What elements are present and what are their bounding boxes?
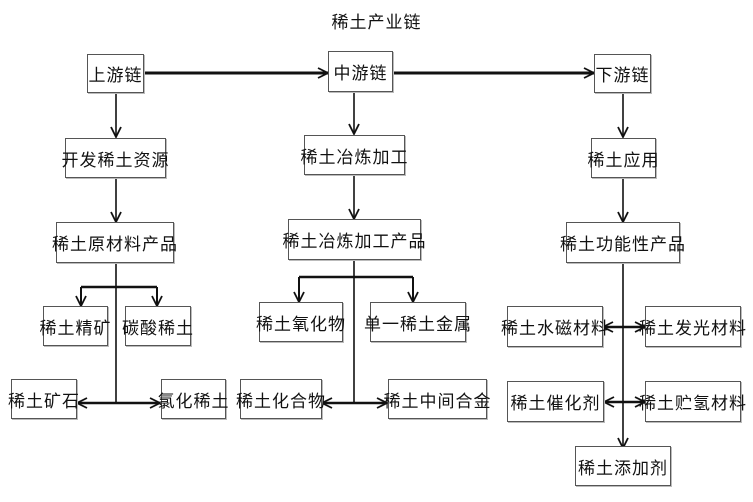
node-label: 稀土冶炼加工 [300, 147, 409, 168]
node-compound: 稀土化合物 [236, 379, 325, 419]
node-label: 稀土矿石 [8, 391, 80, 412]
node-midstream: 中游链 [328, 51, 393, 92]
node-raw-products: 稀土原材料产品 [52, 222, 177, 263]
node-upstream: 上游链 [87, 54, 144, 93]
node-concentrate: 稀土精矿 [40, 306, 111, 346]
node-label: 稀土精矿 [39, 318, 112, 339]
node-downstream: 下游链 [594, 54, 651, 93]
node-smelting: 稀土冶炼加工 [301, 135, 408, 175]
node-label: 稀土发光材料 [639, 319, 747, 339]
node-label: 氯化稀土 [157, 391, 230, 412]
node-single-metal: 单一稀土金属 [364, 302, 471, 342]
node-label: 稀土中间合金 [383, 391, 492, 412]
node-label: 稀土应用 [587, 150, 660, 171]
node-application: 稀土应用 [588, 138, 659, 178]
node-label: 稀土水磁材料 [501, 319, 609, 339]
node-label: 稀土贮氢材料 [639, 394, 747, 414]
node-develop-resources: 开发稀土资源 [62, 138, 169, 178]
diagram-title: 稀土产业链 [331, 13, 422, 33]
node-functional-products: 稀土功能性产品 [560, 222, 685, 263]
node-label: 碳酸稀土 [122, 318, 194, 339]
node-smelting-products: 稀土冶炼加工产品 [283, 219, 426, 260]
node-oxide: 稀土氧化物 [256, 302, 346, 342]
node-label: 稀土氧化物 [256, 314, 346, 335]
node-label: 开发稀土资源 [61, 150, 170, 171]
node-label: 稀土功能性产品 [560, 235, 686, 255]
node-label: 稀土催化剂 [510, 394, 601, 414]
node-magnetic-material: 稀土水磁材料 [501, 306, 608, 347]
node-label: 稀土冶炼加工产品 [282, 232, 427, 252]
node-label: 稀土添加剂 [578, 458, 668, 479]
node-luminescent-material: 稀土发光材料 [639, 306, 746, 347]
node-hydrogen-storage: 稀土贮氢材料 [639, 381, 746, 422]
node-carbonate: 碳酸稀土 [122, 306, 194, 346]
node-label: 上游链 [88, 66, 143, 86]
node-label: 稀土化合物 [236, 391, 326, 412]
node-chloride: 氯化稀土 [158, 379, 229, 419]
node-label: 下游链 [595, 66, 650, 86]
node-label: 稀土原材料产品 [52, 235, 178, 255]
node-label: 单一稀土金属 [364, 314, 472, 335]
node-catalyst: 稀土催化剂 [507, 381, 604, 422]
node-ore: 稀土矿石 [8, 379, 80, 419]
node-label: 中游链 [333, 64, 388, 84]
node-additive: 稀土添加剂 [575, 446, 671, 486]
node-intermediate-alloy: 稀土中间合金 [384, 379, 491, 419]
